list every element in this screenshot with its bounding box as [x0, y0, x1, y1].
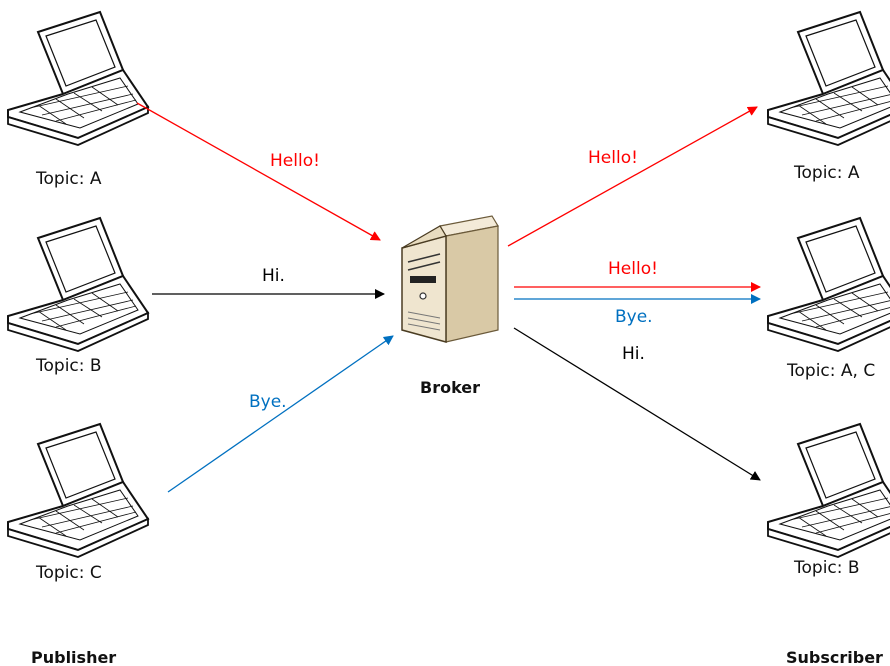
publisher-c-laptop-icon — [7, 423, 149, 558]
arrow-pub-a — [136, 102, 381, 241]
publisher-a-laptop-icon — [7, 11, 149, 146]
subscriber-b-topic: Topic: B — [794, 558, 860, 578]
arrow-sub-b — [513, 327, 761, 481]
publisher-b-laptop-icon — [7, 217, 149, 352]
subscriber-ac-laptop-icon — [767, 217, 890, 352]
message-sub-ac-bye: Bye. — [615, 307, 653, 327]
subscriber-b-laptop-icon — [767, 423, 890, 558]
message-pub-a: Hello! — [270, 151, 320, 171]
subscriber-a-topic: Topic: A — [794, 163, 860, 183]
message-sub-a: Hello! — [588, 148, 638, 168]
message-sub-b: Hi. — [622, 344, 645, 364]
message-pub-c: Bye. — [249, 392, 287, 412]
arrow-pub-c — [167, 335, 394, 493]
subscriber-a-laptop-icon — [767, 11, 890, 146]
broker-label: Broker — [420, 378, 481, 397]
publisher-c-topic: Topic: C — [36, 563, 102, 583]
publisher-a-topic: Topic: A — [36, 169, 102, 189]
arrow-sub-a — [507, 106, 758, 247]
message-sub-ac-hello: Hello! — [608, 259, 658, 279]
publisher-b-topic: Topic: B — [36, 356, 102, 376]
subscriber-group-label: Subscriber — [786, 648, 883, 666]
publisher-group-label: Publisher — [31, 648, 117, 666]
broker-server-icon — [401, 215, 499, 343]
subscriber-ac-topic: Topic: A, C — [787, 361, 876, 381]
message-pub-b: Hi. — [262, 266, 285, 286]
